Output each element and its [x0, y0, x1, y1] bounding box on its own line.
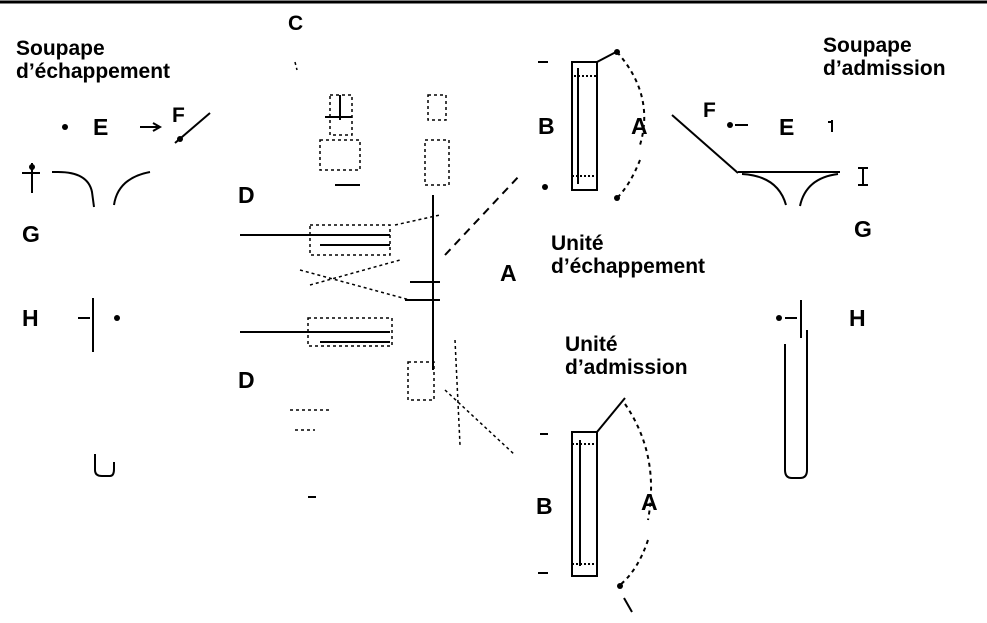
intake-unit-drawing	[538, 397, 653, 613]
label-d-upper: D	[238, 182, 255, 208]
exhaust-unit-title: Unité d’échappement	[551, 232, 705, 278]
exhaust-unit-title-line1: Unité	[551, 232, 604, 255]
exhaust-unit-drawing	[538, 49, 646, 201]
label-c: C	[288, 12, 304, 35]
label-h-intake: H	[849, 305, 866, 331]
label-e-exhaust: E	[93, 114, 109, 140]
label-d-lower: D	[238, 367, 255, 393]
label-b-intake-unit: B	[536, 493, 553, 519]
exhaust-valve-drawing	[22, 112, 211, 477]
intake-unit-title-line2: d’admission	[565, 356, 688, 380]
exhaust-unit-title-line2: d’échappement	[551, 255, 706, 279]
exhaust-valve-title: Soupape d’échappement	[16, 37, 170, 83]
intake-valve-title: Soupape d’admission	[823, 34, 946, 80]
label-g-intake: G	[854, 216, 872, 242]
intake-valve-drawing	[671, 114, 868, 479]
label-e-intake: E	[779, 114, 795, 140]
center-assembly-solid	[240, 95, 521, 498]
label-a-center: A	[500, 260, 517, 286]
label-g-exhaust: G	[22, 221, 40, 247]
intake-valve-title-line1: Soupape	[823, 34, 912, 57]
center-assembly-drawing	[290, 61, 516, 456]
label-a-intake-unit: A	[641, 489, 658, 515]
label-f-intake: F	[703, 99, 716, 122]
intake-unit-title: Unité d’admission	[565, 333, 688, 379]
label-h-exhaust: H	[22, 305, 39, 331]
exhaust-valve-title-line1: Soupape	[16, 37, 105, 60]
label-b-exhaust-unit: B	[538, 113, 555, 139]
exhaust-valve-title-line2: d’échappement	[16, 60, 171, 84]
intake-unit-title-line1: Unité	[565, 333, 618, 356]
label-f-exhaust: F	[172, 104, 185, 127]
intake-valve-title-line2: d’admission	[823, 57, 946, 81]
label-a-exhaust-unit: A	[631, 113, 648, 139]
